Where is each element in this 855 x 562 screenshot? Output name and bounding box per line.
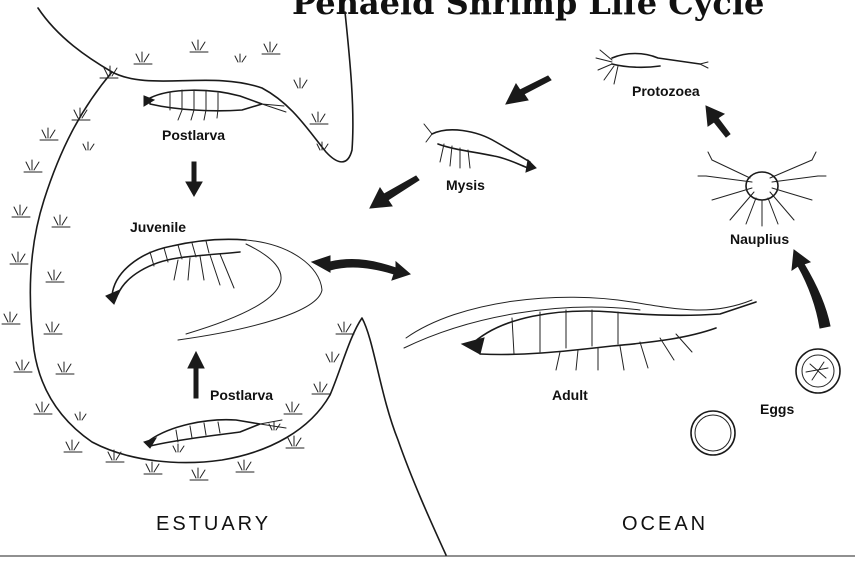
arrow-nauplius-to-protozoea — [706, 106, 730, 137]
stage-label-postlarva-top: Postlarva — [162, 127, 225, 143]
arrow-eggs-to-nauplius — [792, 250, 830, 328]
arrow-mysis-to-estuary — [370, 176, 419, 208]
stage-label-juvenile: Juvenile — [130, 219, 186, 235]
nauplius-illustration — [698, 152, 826, 226]
coastline — [30, 8, 446, 555]
arrow-protozoea-to-mysis — [506, 76, 551, 104]
stage-label-postlarva-bottom: Postlarva — [210, 387, 273, 403]
juvenile-illustration — [106, 239, 322, 340]
arrow-postlarva-bottom-to-juvenile — [188, 352, 204, 398]
stage-label-nauplius: Nauplius — [730, 231, 789, 247]
arrow-estuary-ocean-migration — [312, 256, 410, 280]
region-label-ocean: OCEAN — [622, 513, 708, 535]
adult-illustration — [404, 297, 756, 370]
diagram-title: Penaeid Shrimp Life Cycle — [292, 0, 764, 22]
postlarva-top-illustration — [144, 90, 286, 120]
region-label-estuary: ESTUARY — [156, 513, 271, 535]
mysis-illustration — [424, 124, 536, 172]
protozoea-illustration — [596, 50, 708, 84]
arrow-postlarva-to-juvenile — [186, 162, 202, 196]
stage-label-adult: Adult — [552, 387, 588, 403]
stage-label-protozoea: Protozoea — [632, 83, 700, 99]
stage-label-eggs: Eggs — [760, 401, 794, 417]
postlarva-bottom-illustration — [144, 420, 286, 448]
stage-label-mysis: Mysis — [446, 177, 485, 193]
